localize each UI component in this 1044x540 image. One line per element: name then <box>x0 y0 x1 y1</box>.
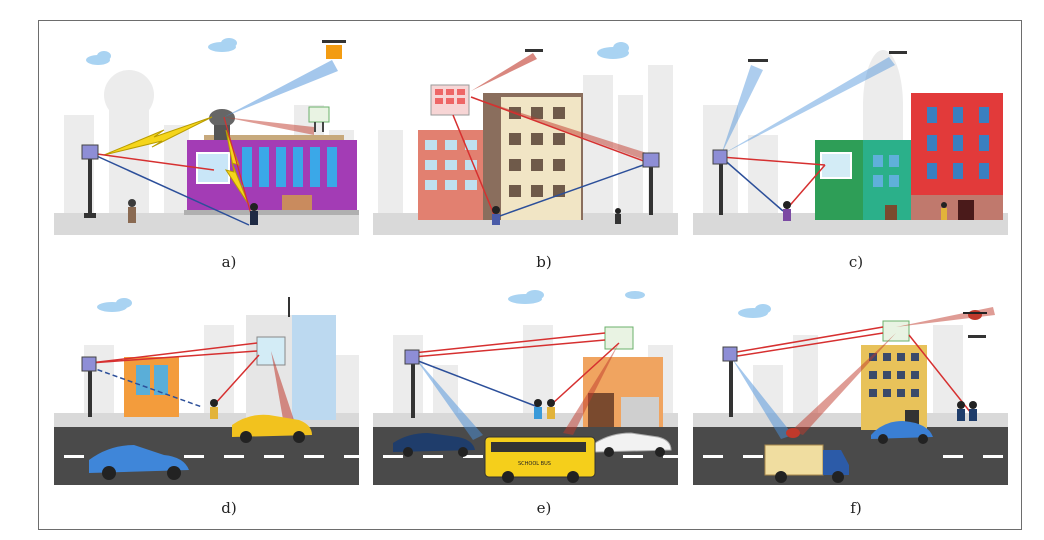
base-station-icon <box>722 346 738 417</box>
ris-panel-icon <box>882 320 910 342</box>
ris-panel-icon <box>308 106 330 132</box>
drone-icon <box>525 49 543 52</box>
panel-e-caption: e) <box>536 499 552 517</box>
car-icon <box>871 421 933 444</box>
panel-d-scene <box>54 285 359 485</box>
ris-panel-icon <box>430 84 470 116</box>
panel-b-scene <box>373 35 678 245</box>
car-icon <box>89 414 312 480</box>
cloud-icon <box>508 290 645 304</box>
pedestrian-icon <box>783 201 947 221</box>
package-icon <box>322 40 346 59</box>
base-station-icon <box>712 149 728 215</box>
cloud-icon <box>738 304 771 318</box>
cloud-icon <box>597 42 629 59</box>
cloud-icon <box>86 38 237 65</box>
pedestrian-icon <box>534 399 555 419</box>
pedestrian-icon <box>492 206 621 225</box>
panel-c-scene <box>693 35 1008 245</box>
svg-text:SCHOOL BUS: SCHOOL BUS <box>518 461 551 467</box>
pedestrian-icon <box>957 401 977 421</box>
truck-icon <box>764 444 849 483</box>
figure-frame: a) <box>38 20 1022 530</box>
base-station-icon <box>404 349 420 418</box>
car-icon <box>393 432 672 457</box>
base-station-icon <box>81 144 99 218</box>
panel-f-caption: f) <box>850 499 862 517</box>
panel-f-scene <box>693 285 1008 485</box>
drone-icon <box>748 51 907 62</box>
panel-a-scene <box>54 35 359 245</box>
panel-e-scene: SCHOOL BUS <box>373 285 678 485</box>
ris-panel-icon <box>604 326 634 350</box>
pedestrian-icon <box>128 199 258 225</box>
cloud-icon <box>97 298 132 312</box>
lightning-icon <box>103 116 213 156</box>
bus-icon: SCHOOL BUS <box>484 436 596 483</box>
base-station-icon <box>81 356 97 417</box>
panel-c-caption: c) <box>848 253 864 271</box>
panel-a-caption: a) <box>221 253 237 271</box>
panel-b-caption: b) <box>536 253 552 271</box>
pedestrian-icon <box>210 399 218 419</box>
satellite-dish-icon <box>209 109 235 140</box>
drone-icon <box>786 310 987 438</box>
base-station-icon <box>642 152 660 215</box>
panel-d-caption: d) <box>221 499 237 517</box>
